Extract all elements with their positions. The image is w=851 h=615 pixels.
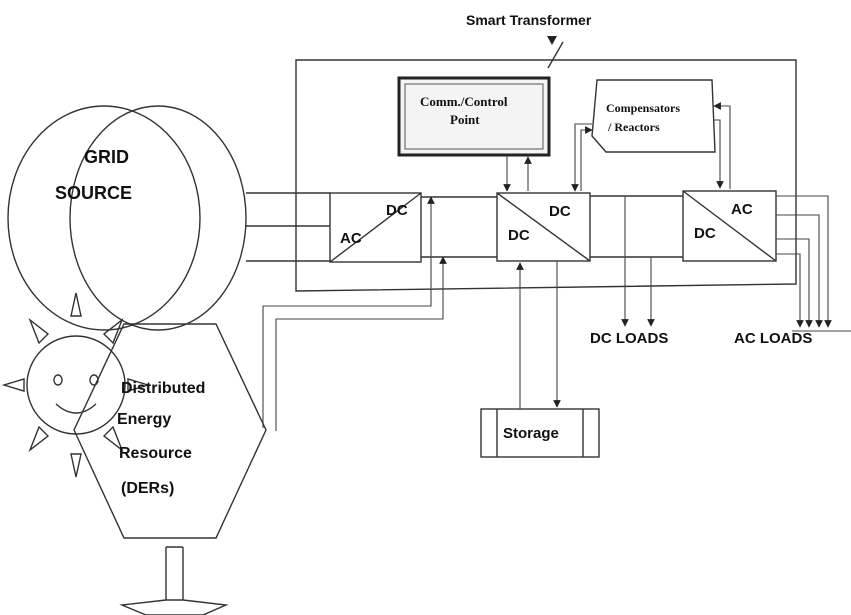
dc-dc-converter: DC DC: [496, 192, 591, 262]
der-label-line4: (DERs): [121, 480, 174, 497]
grid-source-label-line1: GRID: [84, 147, 129, 167]
compensators-to-dcac-arrow: [713, 119, 724, 189]
der-to-acdc-link-2: [275, 256, 447, 431]
der-label-line2: Energy: [117, 411, 171, 428]
ac-dc-converter-ac-label: AC: [340, 230, 362, 247]
ac-load-feeder-b: [776, 214, 823, 328]
compensators-label-line1: Compensators: [606, 101, 680, 115]
dcac-to-compensators-arrow: [713, 102, 731, 189]
dc-ac-converter-dc-label: DC: [694, 225, 716, 242]
compensators-reactors-box: Compensators / Reactors: [591, 79, 716, 153]
storage-label: Storage: [503, 425, 559, 442]
der-label-line1: Distributed: [121, 380, 205, 397]
comm-control-point-box: Comm./Control Point: [397, 76, 551, 157]
grid-source-winding-right: [69, 105, 247, 331]
der-label-line3: Resource: [119, 445, 192, 462]
storage-box: Storage: [480, 408, 600, 458]
comm-control-label-line1: Comm./Control: [420, 94, 508, 109]
ac-load-feeder-a: [776, 195, 832, 328]
grid-source-label-line2: SOURCE: [55, 183, 132, 203]
der-to-acdc-link-1: [262, 196, 435, 428]
title-pointer-slash: [547, 41, 564, 69]
smart-transformer-enclosure: [295, 59, 797, 292]
compensators-label-line2: / Reactors: [607, 120, 660, 134]
ac-dc-converter: AC DC: [329, 192, 422, 263]
ac-load-feeder-c: [776, 238, 813, 328]
compensators-to-dcdc-arrow: [571, 123, 592, 192]
der-tower-stand: [119, 546, 229, 615]
ac-loads-label: AC LOADS: [734, 330, 812, 347]
ac-dc-converter-dc-label: DC: [386, 202, 408, 219]
dc-loads-label: DC LOADS: [590, 330, 668, 347]
ac-load-feeder-d: [776, 253, 804, 328]
dcdc-to-compensators-arrow: [580, 126, 593, 191]
dc-ac-converter: DC AC: [682, 190, 777, 262]
comm-control-label-line2: Point: [450, 112, 480, 127]
grid-source-winding-left: [7, 105, 201, 331]
dc-ac-converter-ac-label: AC: [731, 201, 753, 218]
title-pointer-arrow: [547, 36, 557, 45]
smart-transformer-label: Smart Transformer: [466, 12, 592, 28]
dc-dc-converter-right-label: DC: [549, 203, 571, 220]
der-hexagon: Distributed Energy Resource (DERs): [73, 323, 267, 539]
dc-dc-converter-left-label: DC: [508, 227, 530, 244]
